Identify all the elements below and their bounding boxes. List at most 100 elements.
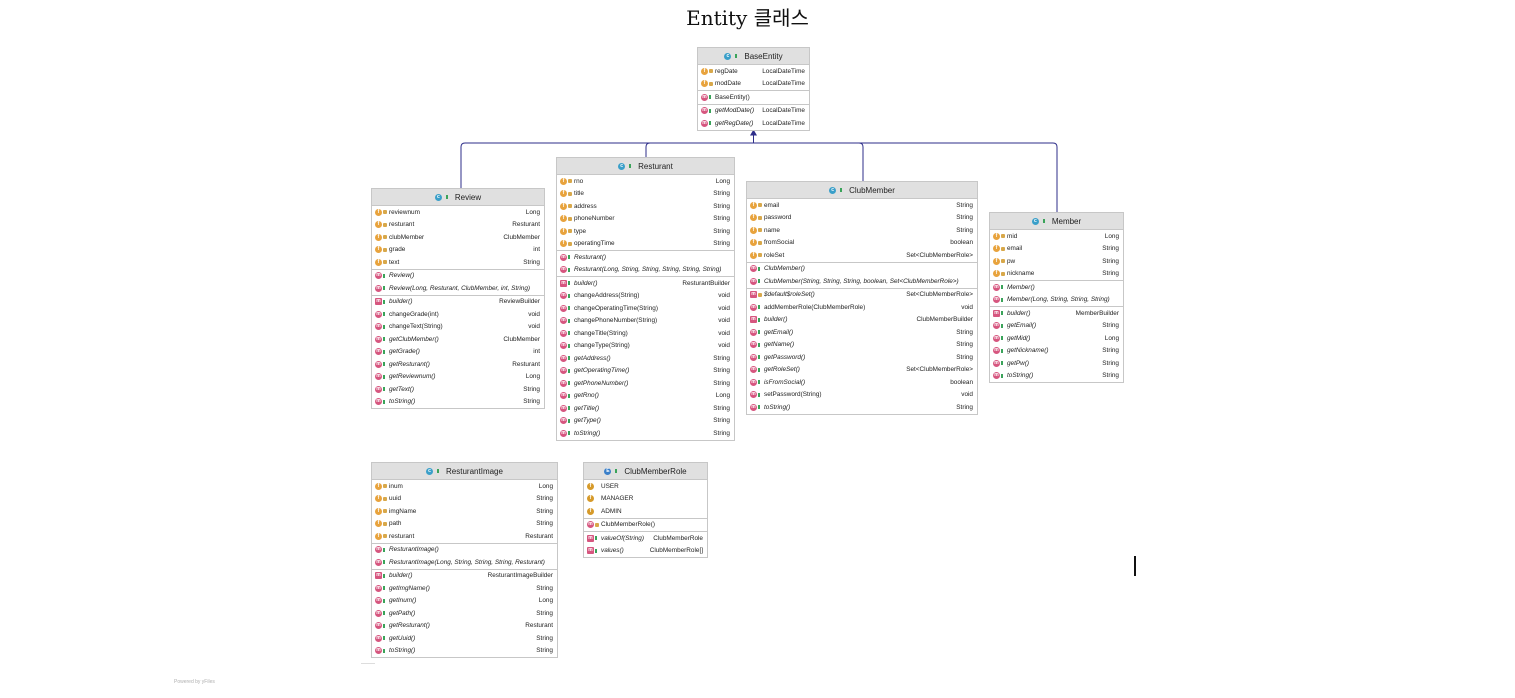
method-icon: m [993,372,1000,380]
member-type: LocalDateTime [762,119,805,127]
member-name: toString() [1007,372,1034,380]
member-name: BaseEntity() [715,93,750,101]
member-type: int [533,348,540,356]
public-visibility-icon [1001,297,1005,302]
public-visibility-icon [568,255,572,260]
member-type: void [718,329,730,337]
private-lock-icon [758,215,762,220]
member-name: getType() [574,417,601,425]
member-name: changeText(String) [389,323,443,331]
method-icon: m [750,341,757,349]
member-name: ResturantImage() [389,546,439,554]
public-visibility-icon [383,273,387,278]
class-name: BaseEntity [744,51,783,61]
member-name: ResturantImage(Long, String, String, Str… [389,558,545,566]
field-icon: f [375,532,382,540]
member-name: builder() [1007,309,1031,317]
member-name: Resturant() [574,253,606,261]
member-type: Resturant [525,532,553,540]
member-type: void [718,317,730,325]
member-type: String [523,258,540,266]
public-visibility-icon [758,367,762,372]
class-name: ResturantImage [446,466,503,476]
member-type: String [1102,257,1119,265]
member-name: getInum() [389,597,417,605]
static-method-icon: m [375,298,382,306]
private-lock-icon [383,509,387,514]
member-name: uuid [389,495,402,503]
field-icon: f [560,190,567,198]
member-name: getMid() [1007,334,1031,342]
member-type: ReviewBuilder [499,298,540,306]
member-name: getTitle() [574,404,600,412]
member-name: getUuid() [389,634,416,642]
member-name: getGrade() [389,348,420,356]
member-type: String [956,201,973,209]
member-name: setPassword(String) [764,391,822,399]
private-lock-icon [758,292,762,297]
member-name: getReviewnum() [389,373,436,381]
private-lock-icon [383,247,387,252]
member-name: getText() [389,385,414,393]
method-icon: m [375,584,382,592]
member-name: ClubMember() [764,265,805,273]
member-type: Set<ClubMemberRole> [906,291,973,299]
public-visibility-icon [629,164,633,168]
method-icon: m [375,647,382,655]
private-lock-icon [1001,234,1005,239]
member-type: boolean [950,239,973,247]
public-visibility-icon [445,195,450,199]
enum-constant-icon: f [587,507,594,515]
member-name: regDate [715,67,738,75]
member-type: void [718,342,730,350]
member-name: changeGrade(int) [389,310,439,318]
member-type: void [528,323,540,331]
static-method-icon: m [560,279,567,287]
member-type: String [536,495,553,503]
text-cursor [1134,556,1136,576]
method-icon: m [750,403,757,411]
member-name: changePhoneNumber(String) [574,317,658,325]
field-icon: f [560,177,567,185]
member-type: String [713,404,730,412]
method-icon: m [750,303,757,311]
field-icon: f [560,215,567,223]
method-icon: m [560,342,567,350]
member-type: Set<ClubMemberRole> [906,366,973,374]
private-lock-icon [568,229,572,234]
public-visibility-icon [758,392,762,397]
public-visibility-icon [568,281,572,286]
member-row: m$default$roleSet()Set<ClubMemberRole> [747,289,977,302]
member-name: ClubMember(String, String, String, boole… [764,277,959,285]
member-type: void [961,391,973,399]
static-method-icon: m [587,547,594,555]
private-lock-icon [1001,259,1005,264]
member-type: ClubMember [503,233,540,241]
public-visibility-icon [758,266,762,271]
